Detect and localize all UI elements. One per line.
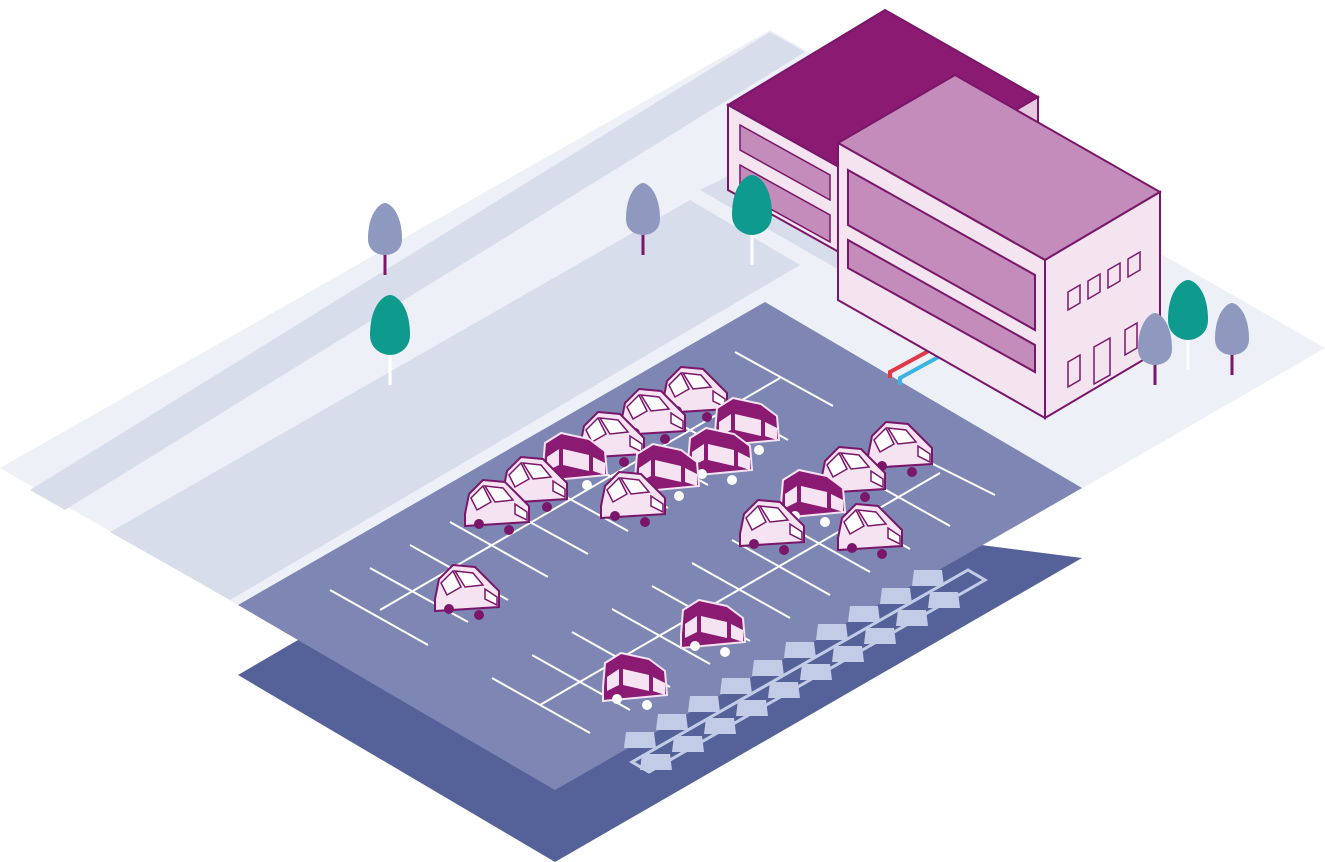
storage-tank-icon [624, 568, 988, 774]
office-building-icon [726, 8, 1162, 420]
lot-surface [238, 302, 1082, 790]
